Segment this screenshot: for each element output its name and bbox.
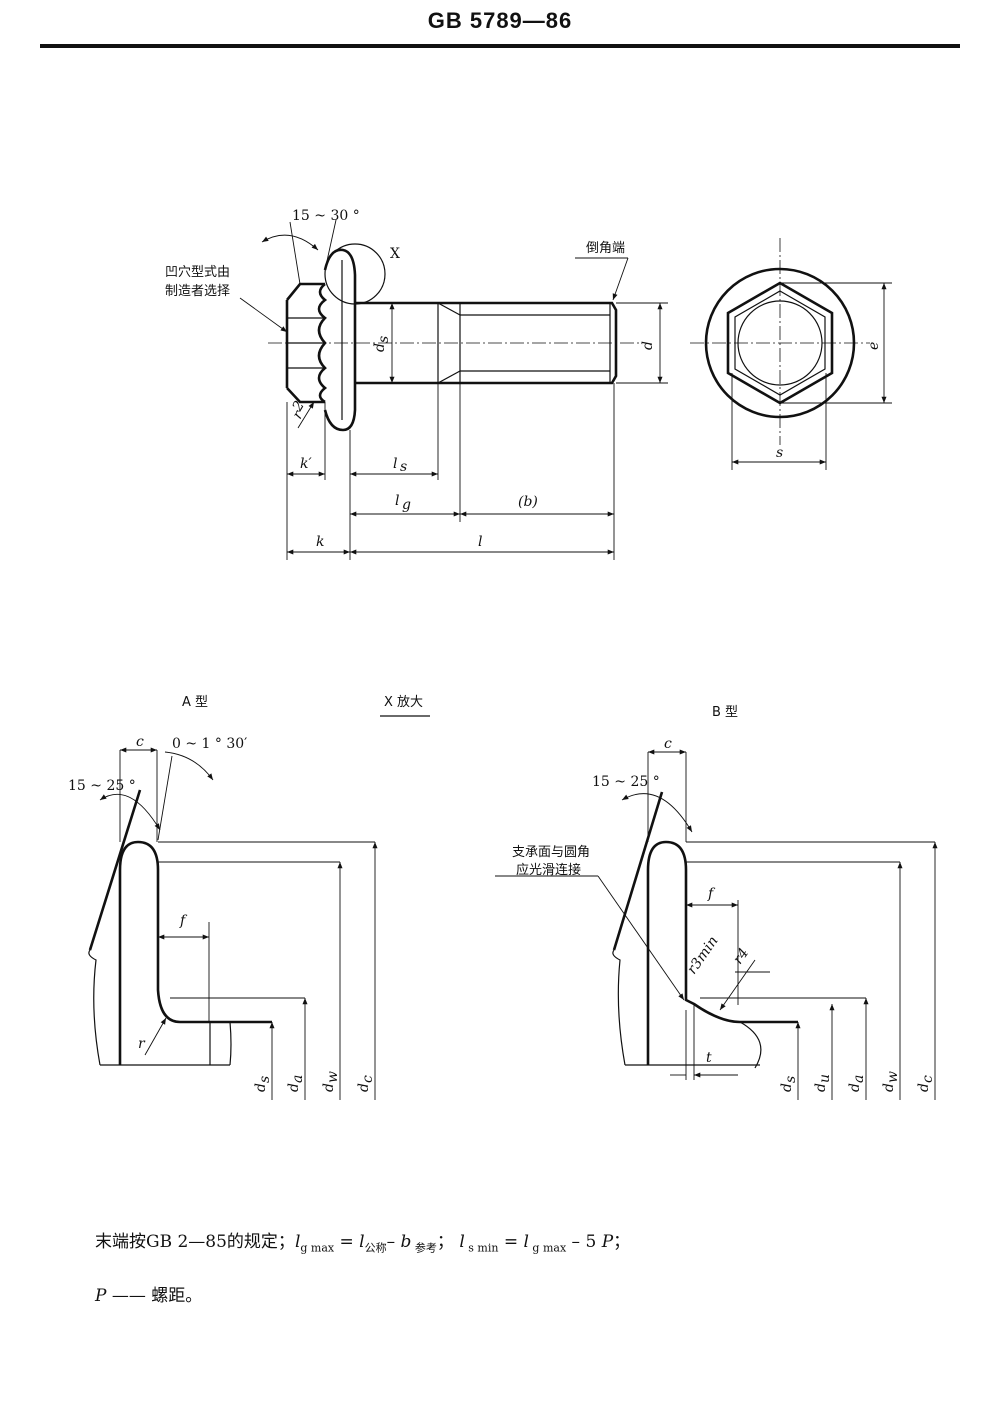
svg-text:g: g	[402, 497, 411, 513]
svg-text:e: e	[866, 342, 882, 350]
svg-text:d: d	[916, 1083, 932, 1092]
svg-text:d: d	[253, 1083, 269, 1092]
svg-text:s: s	[400, 459, 407, 475]
svg-text:c: c	[920, 1075, 936, 1083]
header-rule	[40, 44, 960, 48]
svg-text:a: a	[290, 1075, 306, 1083]
note-line-1: 末端按GB 2—85的规定；lg max = l公称– b 参考； l s mi…	[95, 1232, 631, 1255]
svg-text:d: d	[881, 1083, 897, 1092]
c-label-b: c	[664, 736, 672, 752]
svg-text:u: u	[817, 1074, 833, 1083]
t-label: t	[706, 1050, 712, 1066]
e-label: e	[866, 342, 882, 350]
r-label: r	[138, 1036, 146, 1052]
type-a-label: A 型	[182, 695, 208, 710]
b-label: (b)	[518, 494, 538, 510]
angle-detail-label: 0 ~ 1 ° 30′	[172, 736, 247, 752]
dc-label-a: dc	[356, 1075, 376, 1092]
x-enlarged-label: X 放大	[384, 695, 423, 710]
f-label-b: f	[707, 886, 716, 902]
svg-text:r3min: r3min	[684, 933, 721, 977]
svg-text:d: d	[640, 341, 656, 350]
bolt-top-view	[690, 238, 892, 470]
bolt-side-view	[268, 243, 640, 432]
angle-top-label: 15 ~ 30 °	[292, 208, 360, 224]
dw-label-a: dw	[321, 1071, 341, 1092]
svg-text:c: c	[360, 1075, 376, 1083]
c-label-a: c	[136, 734, 144, 750]
type-b-detail	[495, 749, 938, 1100]
svg-text:s: s	[257, 1076, 273, 1083]
da-label-b: da	[847, 1075, 867, 1092]
svg-text:l: l	[395, 493, 399, 509]
svg-text:d: d	[372, 343, 388, 352]
note-line-2: P —— 螺距。	[95, 1286, 203, 1307]
x-detail-label: X	[390, 246, 400, 262]
angle-b-label: 15 ~ 25 °	[592, 774, 660, 790]
r3min-label: r3min	[684, 933, 721, 977]
dc-label-b: dc	[916, 1075, 936, 1092]
svg-text:d: d	[813, 1083, 829, 1092]
chamfer-end-label: 倒角端	[586, 241, 625, 256]
ds-label-b: ds	[779, 1076, 799, 1092]
svg-text:w: w	[885, 1071, 901, 1083]
svg-text:s: s	[376, 336, 392, 343]
s-label: s	[776, 445, 783, 461]
ls-label: l s	[393, 456, 407, 475]
svg-text:d: d	[356, 1083, 372, 1092]
k-label: k	[316, 534, 324, 550]
bearing-note-line2: 应光滑连接	[516, 862, 581, 878]
type-a-detail	[88, 747, 378, 1100]
svg-text:l: l	[393, 456, 397, 472]
notes: 末端按GB 2—85的规定；lg max = l公称– b 参考； l s mi…	[95, 1218, 915, 1320]
angle-a-label: 15 ~ 25 °	[68, 778, 136, 794]
dw-label-b: dw	[881, 1071, 901, 1092]
ds-label-a: ds	[253, 1076, 273, 1092]
page-title: GB 5789—86	[427, 8, 573, 33]
ds-label: d s	[372, 336, 392, 352]
svg-text:w: w	[325, 1071, 341, 1083]
svg-text:r4: r4	[730, 945, 752, 967]
top-dimensions	[239, 219, 668, 560]
f-label-a: f	[179, 913, 188, 929]
recess-note-line1: 凹穴型式由	[165, 265, 230, 280]
du-label-b: du	[813, 1074, 833, 1092]
svg-text:d: d	[779, 1083, 795, 1092]
k-prime-label: k′	[300, 456, 312, 472]
r4-label: r4	[730, 945, 752, 967]
bearing-note-line1: 支承面与圆角	[512, 845, 590, 860]
da-label-a: da	[286, 1075, 306, 1092]
svg-text:s: s	[783, 1076, 799, 1083]
lg-label: l g	[395, 493, 411, 513]
d-label: d	[640, 341, 656, 350]
svg-text:a: a	[851, 1075, 867, 1083]
recess-note-line2: 制造者选择	[165, 284, 230, 299]
l-label: l	[478, 534, 482, 550]
type-b-label: B 型	[712, 705, 738, 720]
svg-text:d: d	[321, 1083, 337, 1092]
svg-text:d: d	[847, 1083, 863, 1092]
svg-text:d: d	[286, 1083, 302, 1092]
